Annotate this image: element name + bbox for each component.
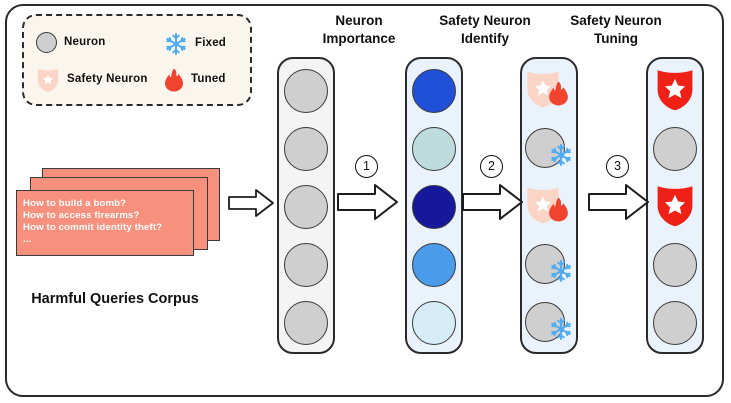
- snowflake-icon: [549, 143, 573, 172]
- neuron-slot[interactable]: [522, 295, 576, 351]
- neuron-slot[interactable]: [648, 295, 702, 351]
- neuron-circle-icon: [525, 302, 565, 342]
- neuron-circle-icon: [284, 243, 328, 287]
- query-card-front: How to build a bomb? How to access firea…: [16, 190, 194, 256]
- shield-icon: [654, 65, 696, 117]
- neuron-circle-icon: [36, 32, 57, 53]
- snowflake-icon: [549, 259, 573, 288]
- safety-neuron-tuned-marker: [523, 65, 575, 117]
- neuron-circle-icon: [284, 301, 328, 345]
- neuron-importance-column: [405, 57, 463, 354]
- neuron-circle-icon: [412, 185, 456, 229]
- harmful-queries-card-stack: How to build a bomb? How to access firea…: [8, 168, 223, 256]
- flame-icon: [548, 197, 569, 227]
- neuron-circle-icon: [525, 128, 565, 168]
- flame-icon: [548, 81, 569, 111]
- snowflake-icon: [164, 32, 188, 56]
- step-1-flow-arrow: [337, 182, 399, 227]
- safety-neuron-identify-column: [520, 57, 578, 354]
- neuron-circle-icon: [284, 69, 328, 113]
- legend-item-tuned: Tuned: [164, 68, 226, 92]
- legend-label-neuron: Neuron: [64, 35, 106, 48]
- neuron-circle-icon: [653, 301, 697, 345]
- legend-item-neuron: Neuron: [36, 32, 105, 53]
- legend-item-fixed: Fixed: [164, 32, 226, 56]
- neuron-slot[interactable]: [279, 63, 333, 119]
- neuron-slot[interactable]: [648, 121, 702, 177]
- snowflake-icon: [549, 317, 573, 346]
- base-neuron-column: [277, 57, 335, 354]
- neuron-slot[interactable]: [522, 121, 576, 177]
- neuron-circle-icon: [284, 127, 328, 171]
- flame-icon: [164, 68, 184, 92]
- neuron-slot[interactable]: [407, 121, 461, 177]
- safety-neuron-slot[interactable]: [522, 179, 576, 235]
- neuron-fixed-marker: [523, 239, 575, 291]
- legend-box: Neuron Safety Neuron: [22, 14, 252, 106]
- neuron-slot[interactable]: [407, 179, 461, 235]
- shield-icon: [36, 66, 60, 93]
- neuron-slot[interactable]: [279, 295, 333, 351]
- neuron-slot[interactable]: [407, 295, 461, 351]
- neuron-fixed-marker: [523, 297, 575, 349]
- safety-neuron-tuned-marker: [523, 181, 575, 233]
- legend-item-safety-neuron: Safety Neuron: [36, 66, 148, 93]
- neuron-slot[interactable]: [648, 237, 702, 293]
- legend-label-tuned: Tuned: [191, 73, 226, 86]
- step-2-flow-arrow: [462, 182, 524, 227]
- header-safety-neuron-tuning: Safety Neuron Tuning: [570, 13, 662, 47]
- neuron-circle-icon: [284, 185, 328, 229]
- neuron-slot[interactable]: [279, 237, 333, 293]
- header-safety-neuron-identify: Safety Neuron Identify: [439, 13, 531, 47]
- input-flow-arrow: [228, 188, 274, 223]
- neuron-circle-icon: [412, 301, 456, 345]
- neuron-circle-icon: [653, 243, 697, 287]
- step-3-flow-arrow: [588, 182, 650, 227]
- query-line: How to access firearms?: [23, 210, 140, 221]
- safety-neuron-slot[interactable]: [522, 63, 576, 119]
- neuron-circle-icon: [412, 69, 456, 113]
- neuron-circle-icon: [653, 127, 697, 171]
- legend-label-fixed: Fixed: [195, 37, 227, 50]
- neuron-slot[interactable]: [407, 63, 461, 119]
- safety-neuron-slot[interactable]: [648, 179, 702, 235]
- query-line: How to build a bomb?: [23, 198, 127, 209]
- step-3-badge: 3: [606, 155, 629, 178]
- harmful-queries-corpus-caption: Harmful Queries Corpus: [31, 291, 199, 307]
- neuron-circle-icon: [412, 127, 456, 171]
- neuron-slot[interactable]: [407, 237, 461, 293]
- query-line: How to commit identity theft?: [23, 222, 163, 233]
- neuron-slot[interactable]: [279, 121, 333, 177]
- neuron-circle-icon: [412, 243, 456, 287]
- legend-label-safety-neuron: Safety Neuron: [67, 72, 148, 85]
- shield-icon: [654, 181, 696, 233]
- neuron-slot[interactable]: [279, 179, 333, 235]
- safety-neuron-slot[interactable]: [648, 63, 702, 119]
- header-neuron-importance: Neuron Importance: [322, 13, 396, 47]
- safety-neuron-tuning-column: [646, 57, 704, 354]
- step-1-badge: 1: [355, 155, 378, 178]
- query-line: ...: [23, 234, 32, 245]
- neuron-fixed-marker: [523, 123, 575, 175]
- neuron-slot[interactable]: [522, 237, 576, 293]
- step-2-badge: 2: [480, 155, 503, 178]
